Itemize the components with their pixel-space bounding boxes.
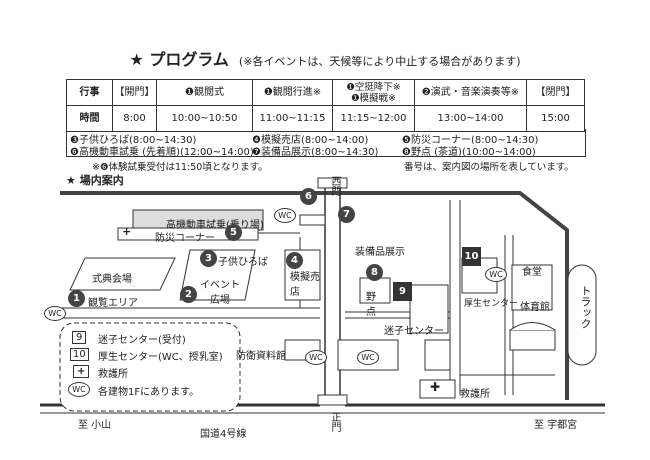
event-label: イベント広場 (200, 280, 240, 306)
maigo-label: 迷子センター (384, 326, 444, 337)
marker-6: 6 (300, 188, 317, 205)
west-gate-label: 西門 (329, 176, 340, 196)
schedule-cell: 15:00 (526, 105, 585, 132)
marker-9: 9 (393, 282, 412, 301)
route4-label: 国道4号線 (200, 429, 247, 440)
schedule-cell: 11:00~11:15 (252, 105, 333, 132)
nodate-label: 野点 (366, 292, 376, 318)
marker-8: 8 (366, 264, 383, 281)
hmv-ride-label: 高機動車試乗(乗り場) (166, 220, 264, 231)
schedule-cell: 8:00 (112, 105, 157, 132)
wc-icon: WC (305, 350, 327, 365)
kousei-label: 厚生センター (464, 299, 519, 309)
first-aid-icon: + (122, 225, 132, 238)
wc-icon: WC (357, 350, 379, 365)
marker-7: 7 (338, 206, 355, 223)
map-legend-key: 10 (70, 348, 89, 361)
program-title: ★ プログラム (※各イベントは、天候等により中止する場合があります) (0, 46, 650, 70)
schedule-cell: 10:00~10:50 (156, 105, 253, 132)
schedule-cell: 行事 (66, 79, 113, 106)
schedule-cell: ❷演武・音楽演奏等※ (414, 79, 527, 106)
weather-note: (※各イベントは、天候等により中止する場合があります) (238, 55, 521, 68)
ride-note: ※❻体験試乗受付は11:50頃となります。 (92, 162, 268, 173)
to-oyama-label: 至 小山 (78, 420, 112, 431)
shokudo-label: 食堂 (522, 267, 542, 278)
legend-item: ❺防災コーナー(8:00~14:30) (402, 135, 539, 146)
map-legend-text: 厚生センター(WC、授乳室) (98, 352, 223, 363)
schedule-row-time: 時間 8:00 10:00~10:50 11:00~11:15 11:15~12… (66, 105, 585, 132)
marker-10: 10 (462, 247, 481, 266)
marker-2: 2 (180, 286, 197, 303)
shikiten-label: 式典会場 (92, 274, 132, 285)
wc-icon: WC (274, 208, 296, 223)
activity-legend-box (66, 129, 586, 157)
legend-item: ❸子供ひろば(8:00~14:30) (70, 135, 197, 146)
main-gate-label: 正門 (329, 412, 340, 432)
map-legend-text: 各建物1Fにあります。 (98, 387, 200, 398)
kyugo-label: 救護所 (460, 389, 490, 400)
schedule-cell: 11:15~12:00 (332, 105, 415, 132)
track-label: トラック (579, 285, 592, 329)
mogi-label: 模擬売店 (290, 272, 320, 298)
bousai-label: 防災コーナー (155, 233, 215, 244)
program-heading: ★ プログラム (129, 50, 229, 69)
map-legend-key: WC (68, 382, 90, 397)
taiikukan-label: 体育館 (520, 302, 550, 313)
legend-item: ❹模擬売店(8:00~14:00) (252, 135, 369, 146)
kanran-label: 観覧エリア (88, 298, 138, 309)
bouei-label: 防衛資料館 (236, 351, 286, 362)
map-legend-text: 迷子センター(受付) (98, 335, 186, 346)
schedule-table: 行事 【開門】 ❶観閲式 ❶観閲行進※ ❶空挺降下※ ❶模擬戦※ ❷演武・音楽演… (66, 79, 585, 132)
wc-icon: WC (44, 306, 66, 321)
marker-3: 3 (200, 250, 217, 267)
marker-4: 4 (286, 252, 303, 269)
marker-5: 5 (225, 224, 242, 241)
number-note: 番号は、案内図の場所を表しています。 (404, 162, 574, 173)
legend-item: ❻高機動車試乗 (先着順)(12:00~14:00) (70, 147, 254, 158)
map-legend-key: 9 (72, 331, 87, 344)
wc-icon: WC (485, 267, 507, 282)
first-aid-icon: ✚ (430, 380, 441, 394)
to-utsunomiya-label: 至 宇都宮 (534, 420, 578, 431)
schedule-cell: 時間 (66, 105, 113, 132)
legend-item: ❽野点 (茶道)(10:00~14:00) (402, 147, 536, 158)
map-legend-key: + (73, 365, 90, 378)
kodomo-label: 子供ひろば (218, 257, 268, 268)
schedule-cell: 【開門】 (112, 79, 157, 106)
legend-item: ❼装備品展示(8:00~14:30) (252, 147, 379, 158)
site-guide-title: ★ 場内案内 (66, 174, 124, 187)
map-legend-text: 救護所 (98, 369, 128, 380)
soubi-label: 装備品展示 (355, 247, 405, 258)
marker-1: 1 (68, 290, 85, 307)
